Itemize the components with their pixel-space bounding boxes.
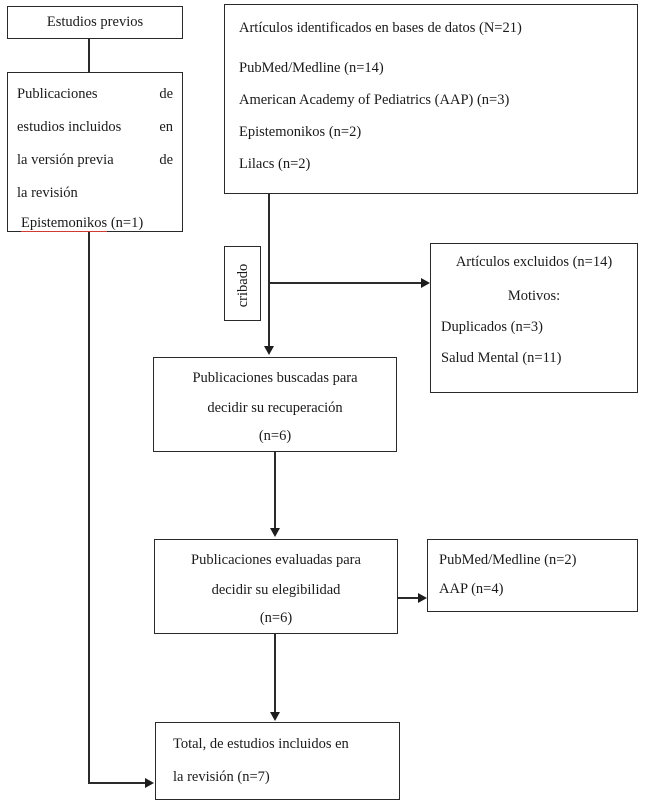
excluded-records-reason-duplicates: Duplicados (n=3) — [441, 319, 544, 335]
sought-retrieval-line-1: Publicaciones buscadas para — [192, 370, 358, 386]
identified-records-source-aap: American Academy of Pediatrics (AAP) (n=… — [239, 92, 510, 108]
connector-identified-to-sought — [268, 194, 270, 348]
assessed-eligibility-line-2: decidir su elegibilidad — [211, 582, 341, 598]
line-right: en — [159, 119, 173, 135]
connector-previous-publications-to-total — [88, 232, 90, 783]
box-previous-studies: Estudios previos — [7, 6, 183, 39]
previous-publications-line-1: Publicaciones de — [17, 86, 173, 103]
epistemonikos-count: (n=1) — [107, 215, 144, 231]
connector-left-elbow-to-total — [88, 782, 146, 784]
arrow-into-eligibility-sources — [418, 593, 427, 603]
identified-records-source-lilacs: Lilacs (n=2) — [239, 156, 311, 172]
box-screening-stage-label: cribado — [224, 246, 261, 321]
arrow-into-excluded-records — [421, 278, 430, 288]
excluded-records-reason-mental-health: Salud Mental (n=11) — [441, 350, 562, 366]
eligibility-source-aap: AAP (n=4) — [439, 581, 504, 597]
line-left: estudios incluidos — [17, 119, 122, 135]
total-included-line-2: la revisión (n=7) — [173, 769, 270, 785]
total-included-line-1: Total, de estudios incluidos en — [173, 736, 349, 752]
line-right: de — [159, 152, 173, 168]
previous-publications-line-2: estudios incluidos en — [17, 119, 173, 136]
screening-stage-label: cribado — [235, 263, 251, 308]
sought-retrieval-line-2: decidir su recuperación — [207, 400, 343, 416]
previous-publications-line-4: la revisión — [17, 185, 173, 202]
connector-previous-studies-to-publications — [88, 39, 90, 72]
connector-eligibility-to-total — [274, 634, 276, 714]
box-previous-publications: Publicaciones de estudios incluidos en l… — [7, 72, 183, 232]
box-assessed-eligibility: Publicaciones evaluadas para decidir su … — [154, 539, 398, 634]
identified-records-source-epistemonikos: Epistemonikos (n=2) — [239, 124, 362, 140]
previous-publications-source: Epistemonikos (n=1) — [21, 215, 144, 232]
arrow-into-total — [270, 712, 280, 721]
arrow-into-sought-retrieval — [264, 346, 274, 355]
epistemonikos-misspelled-word: Epistemonikos — [21, 215, 108, 232]
connector-sought-to-eligibility — [274, 452, 276, 530]
connector-eligibility-to-sources — [398, 597, 420, 599]
line-left: la versión previa — [17, 152, 114, 168]
arrow-into-total-from-left — [145, 778, 154, 788]
box-total-included: Total, de estudios incluidos en la revis… — [155, 722, 400, 800]
line-left: la revisión — [17, 185, 78, 201]
assessed-eligibility-count: (n=6) — [259, 610, 293, 626]
assessed-eligibility-line-1: Publicaciones evaluadas para — [191, 552, 361, 568]
line-left: Publicaciones — [17, 86, 98, 102]
connector-screening-to-excluded — [268, 282, 423, 284]
box-sought-retrieval: Publicaciones buscadas para decidir su r… — [153, 357, 397, 452]
previous-publications-line-3: la versión previa de — [17, 152, 173, 169]
box-identified-records: Artículos identificados en bases de dato… — [224, 4, 638, 194]
identified-records-source-pubmed: PubMed/Medline (n=14) — [239, 60, 384, 76]
box-eligibility-sources: PubMed/Medline (n=2) AAP (n=4) — [427, 539, 638, 612]
identified-records-heading: Artículos identificados en bases de dato… — [239, 20, 522, 36]
box-excluded-records: Artículos excluidos (n=14) Motivos: Dupl… — [430, 243, 638, 393]
sought-retrieval-count: (n=6) — [258, 428, 292, 444]
arrow-into-eligibility — [270, 528, 280, 537]
excluded-records-reasons-title: Motivos: — [507, 288, 561, 304]
excluded-records-heading: Artículos excluidos (n=14) — [455, 254, 613, 270]
line-right: de — [159, 86, 173, 102]
eligibility-source-pubmed: PubMed/Medline (n=2) — [439, 552, 577, 568]
previous-studies-label: Estudios previos — [46, 14, 144, 30]
